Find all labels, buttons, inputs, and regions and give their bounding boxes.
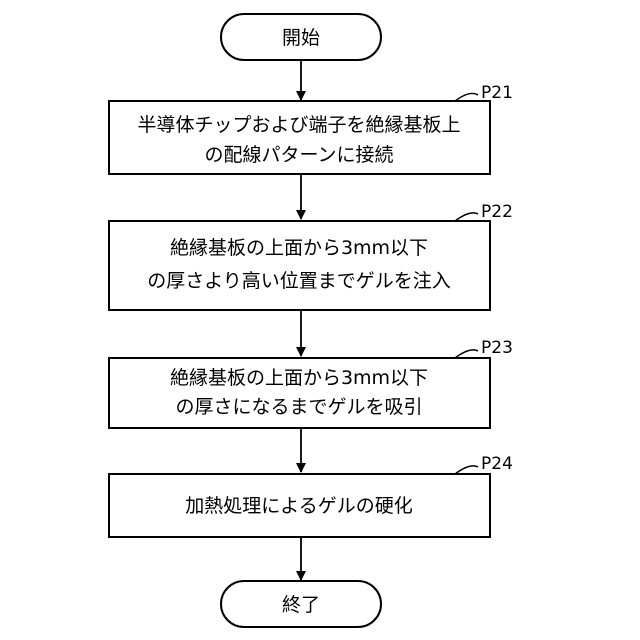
step-p23-line-1: 絶縁基板の上面から3mm以下 <box>170 367 428 389</box>
step-p21-line-1: 半導体チップおよび端子を絶縁基板上 <box>137 114 460 136</box>
start-label: 開始 <box>282 27 320 49</box>
step-p21: 半導体チップおよび端子を絶縁基板上 の配線パターンに接続 P21 <box>109 83 513 174</box>
step-p22-line-1: 絶縁基板の上面から3mm以下 <box>170 237 428 259</box>
end-terminal: 終了 <box>221 581 381 627</box>
step-p22-ref: P22 <box>481 202 513 222</box>
step-p24: 加熱処理によるゲルの硬化 P24 <box>109 454 513 537</box>
step-p23-line-2: の厚さになるまでゲルを吸引 <box>175 396 422 418</box>
step-p24-ref-leader <box>455 466 478 474</box>
step-p22: 絶縁基板の上面から3mm以下 の厚さより高い位置までゲルを注入 P22 <box>109 202 513 310</box>
step-p24-line-1: 加熱処理によるゲルの硬化 <box>185 495 412 517</box>
step-p23: 絶縁基板の上面から3mm以下 の厚さになるまでゲルを吸引 P23 <box>109 338 513 428</box>
step-p22-line-2: の厚さより高い位置までゲルを注入 <box>147 270 451 292</box>
step-p21-ref: P21 <box>481 83 513 103</box>
step-p21-line-2: の配線パターンに接続 <box>204 144 393 166</box>
step-p24-ref: P24 <box>481 454 513 474</box>
step-p22-ref-leader <box>455 213 478 221</box>
step-p23-ref: P23 <box>481 338 513 358</box>
start-terminal: 開始 <box>221 14 381 60</box>
step-p21-ref-leader <box>455 93 478 101</box>
step-p23-ref-leader <box>455 350 478 358</box>
end-label: 終了 <box>282 594 320 616</box>
